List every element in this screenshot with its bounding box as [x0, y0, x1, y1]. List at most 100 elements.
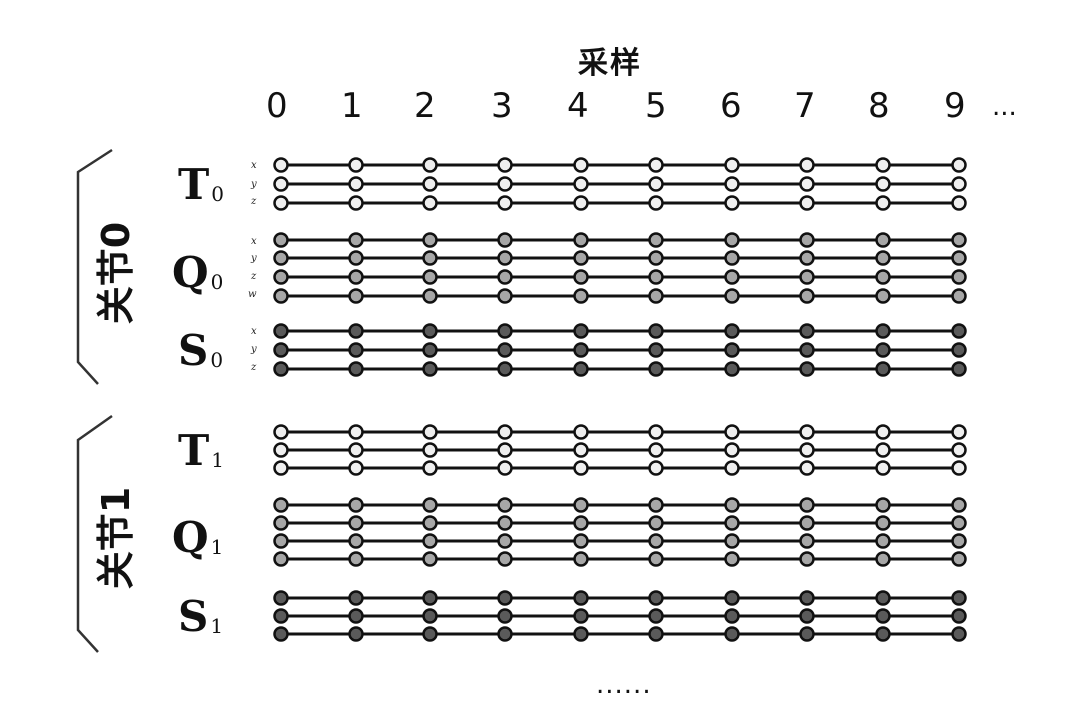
- sample-node: [573, 460, 589, 476]
- sample-node: [348, 176, 364, 192]
- sample-node: [497, 460, 513, 476]
- sample-node: [799, 288, 815, 304]
- sample-node: [951, 195, 967, 211]
- sample-node: [573, 551, 589, 567]
- sample-node: [799, 195, 815, 211]
- component-label: z: [251, 196, 257, 207]
- sample-node: [799, 551, 815, 567]
- sample-node: [724, 288, 740, 304]
- sample-node: [573, 497, 589, 513]
- sample-node: [348, 533, 364, 549]
- sample-node: [422, 515, 438, 531]
- sample-node: [497, 515, 513, 531]
- sample-node: [875, 361, 891, 377]
- sample-node: [348, 361, 364, 377]
- sample-node: [875, 250, 891, 266]
- sample-node: [951, 533, 967, 549]
- sample-node: [951, 232, 967, 248]
- sample-node: [497, 288, 513, 304]
- sample-node: [273, 590, 289, 606]
- sample-index: 9: [944, 86, 966, 126]
- sample-node: [724, 361, 740, 377]
- sample-node: [497, 497, 513, 513]
- sample-node: [799, 361, 815, 377]
- sample-node: [951, 626, 967, 642]
- sample-node: [497, 342, 513, 358]
- sample-node: [648, 361, 664, 377]
- sample-node: [875, 323, 891, 339]
- sample-node: [273, 551, 289, 567]
- sample-node: [799, 497, 815, 513]
- sample-node: [799, 626, 815, 642]
- sample-node: [573, 442, 589, 458]
- sample-node: [648, 442, 664, 458]
- sample-node: [648, 424, 664, 440]
- sample-node: [273, 250, 289, 266]
- sample-node: [422, 442, 438, 458]
- component-label: z: [251, 362, 257, 373]
- sample-node: [875, 195, 891, 211]
- sample-node: [573, 590, 589, 606]
- sample-node: [422, 157, 438, 173]
- sample-node: [422, 533, 438, 549]
- sample-node: [273, 424, 289, 440]
- sample-node: [875, 232, 891, 248]
- sample-node: [648, 250, 664, 266]
- sample-node: [799, 608, 815, 624]
- sample-node: [648, 232, 664, 248]
- sample-node: [573, 157, 589, 173]
- sample-node: [422, 342, 438, 358]
- sample-axis-title: 采样: [578, 46, 642, 81]
- sample-node: [422, 323, 438, 339]
- sample-node: [348, 590, 364, 606]
- sample-node: [799, 442, 815, 458]
- sample-node: [951, 157, 967, 173]
- sample-node: [875, 590, 891, 606]
- component-label: y: [251, 253, 257, 264]
- sample-node: [875, 533, 891, 549]
- sample-node: [348, 342, 364, 358]
- sample-node: [422, 424, 438, 440]
- sample-node: [799, 269, 815, 285]
- sample-index: 2: [414, 86, 436, 126]
- sample-node: [724, 269, 740, 285]
- sample-node: [273, 288, 289, 304]
- sample-node: [724, 232, 740, 248]
- sample-node: [799, 232, 815, 248]
- sample-node: [951, 608, 967, 624]
- sample-node: [497, 424, 513, 440]
- sample-node: [422, 250, 438, 266]
- sample-node: [648, 269, 664, 285]
- sample-node: [573, 533, 589, 549]
- sample-node: [497, 361, 513, 377]
- sample-node: [573, 269, 589, 285]
- sample-node: [273, 157, 289, 173]
- sample-node: [273, 232, 289, 248]
- sample-node: [875, 460, 891, 476]
- sample-node: [724, 608, 740, 624]
- sample-node: [799, 590, 815, 606]
- sample-node: [799, 323, 815, 339]
- sample-node: [348, 515, 364, 531]
- sample-node: [348, 269, 364, 285]
- sample-node: [273, 269, 289, 285]
- component-label: y: [251, 179, 257, 190]
- sample-node: [724, 195, 740, 211]
- component-label: z: [251, 271, 257, 282]
- sample-node: [573, 195, 589, 211]
- sample-node: [875, 424, 891, 440]
- component-label: x: [251, 160, 257, 171]
- sample-node: [422, 608, 438, 624]
- sample-node: [951, 551, 967, 567]
- sample-node: [724, 497, 740, 513]
- sample-node: [799, 342, 815, 358]
- joint-0-bracket: [76, 148, 113, 385]
- sample-node: [648, 590, 664, 606]
- sample-node: [273, 497, 289, 513]
- sample-node: [648, 608, 664, 624]
- sample-node: [348, 551, 364, 567]
- sample-node: [348, 460, 364, 476]
- sample-node: [648, 342, 664, 358]
